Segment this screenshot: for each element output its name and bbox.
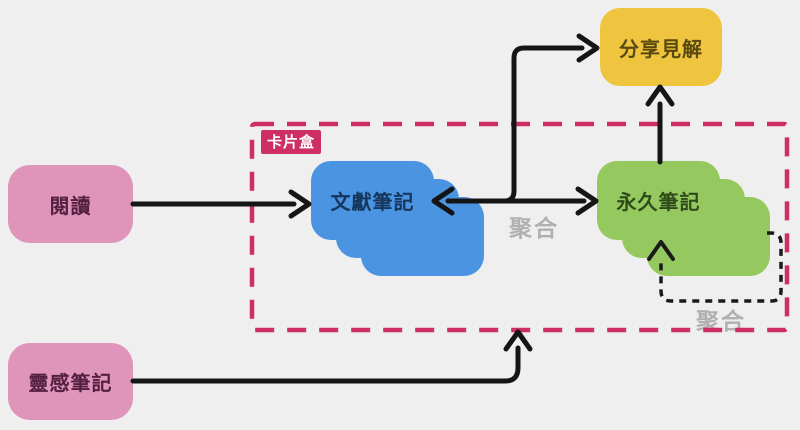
edge-junction-to-share [467, 45, 585, 204]
node-inspiration-label: 靈感筆記 [28, 371, 113, 395]
container-slipbox-label: 卡片盒 [267, 133, 316, 151]
edge-label-aggregate-mid: 聚合 [509, 216, 559, 242]
arrowhead-right [575, 186, 599, 216]
node-literature-notes[interactable]: 文獻筆記 [311, 161, 485, 277]
container-slipbox-badge[interactable]: 卡片盒 [261, 130, 322, 154]
edge-label-aggregate-loop: 聚合 [696, 309, 746, 335]
node-share-insights[interactable]: 分享見解 [600, 8, 722, 86]
edge-inspiration-to-slipbox [130, 345, 521, 384]
arrowhead-right [576, 33, 600, 63]
node-inspiration[interactable]: 靈感筆記 [8, 343, 133, 420]
node-literature-notes-label: 文獻筆記 [330, 190, 415, 214]
node-reading-label: 閱讀 [49, 193, 92, 218]
arrowhead-right [288, 189, 312, 219]
arrowhead-up [503, 329, 533, 352]
node-permanent-notes[interactable]: 永久筆記 [597, 161, 771, 277]
node-share-insights-label: 分享見解 [619, 36, 703, 61]
node-reading[interactable]: 閱讀 [8, 165, 133, 243]
node-permanent-notes-label: 永久筆記 [616, 190, 701, 214]
arrowhead-up [645, 84, 675, 107]
